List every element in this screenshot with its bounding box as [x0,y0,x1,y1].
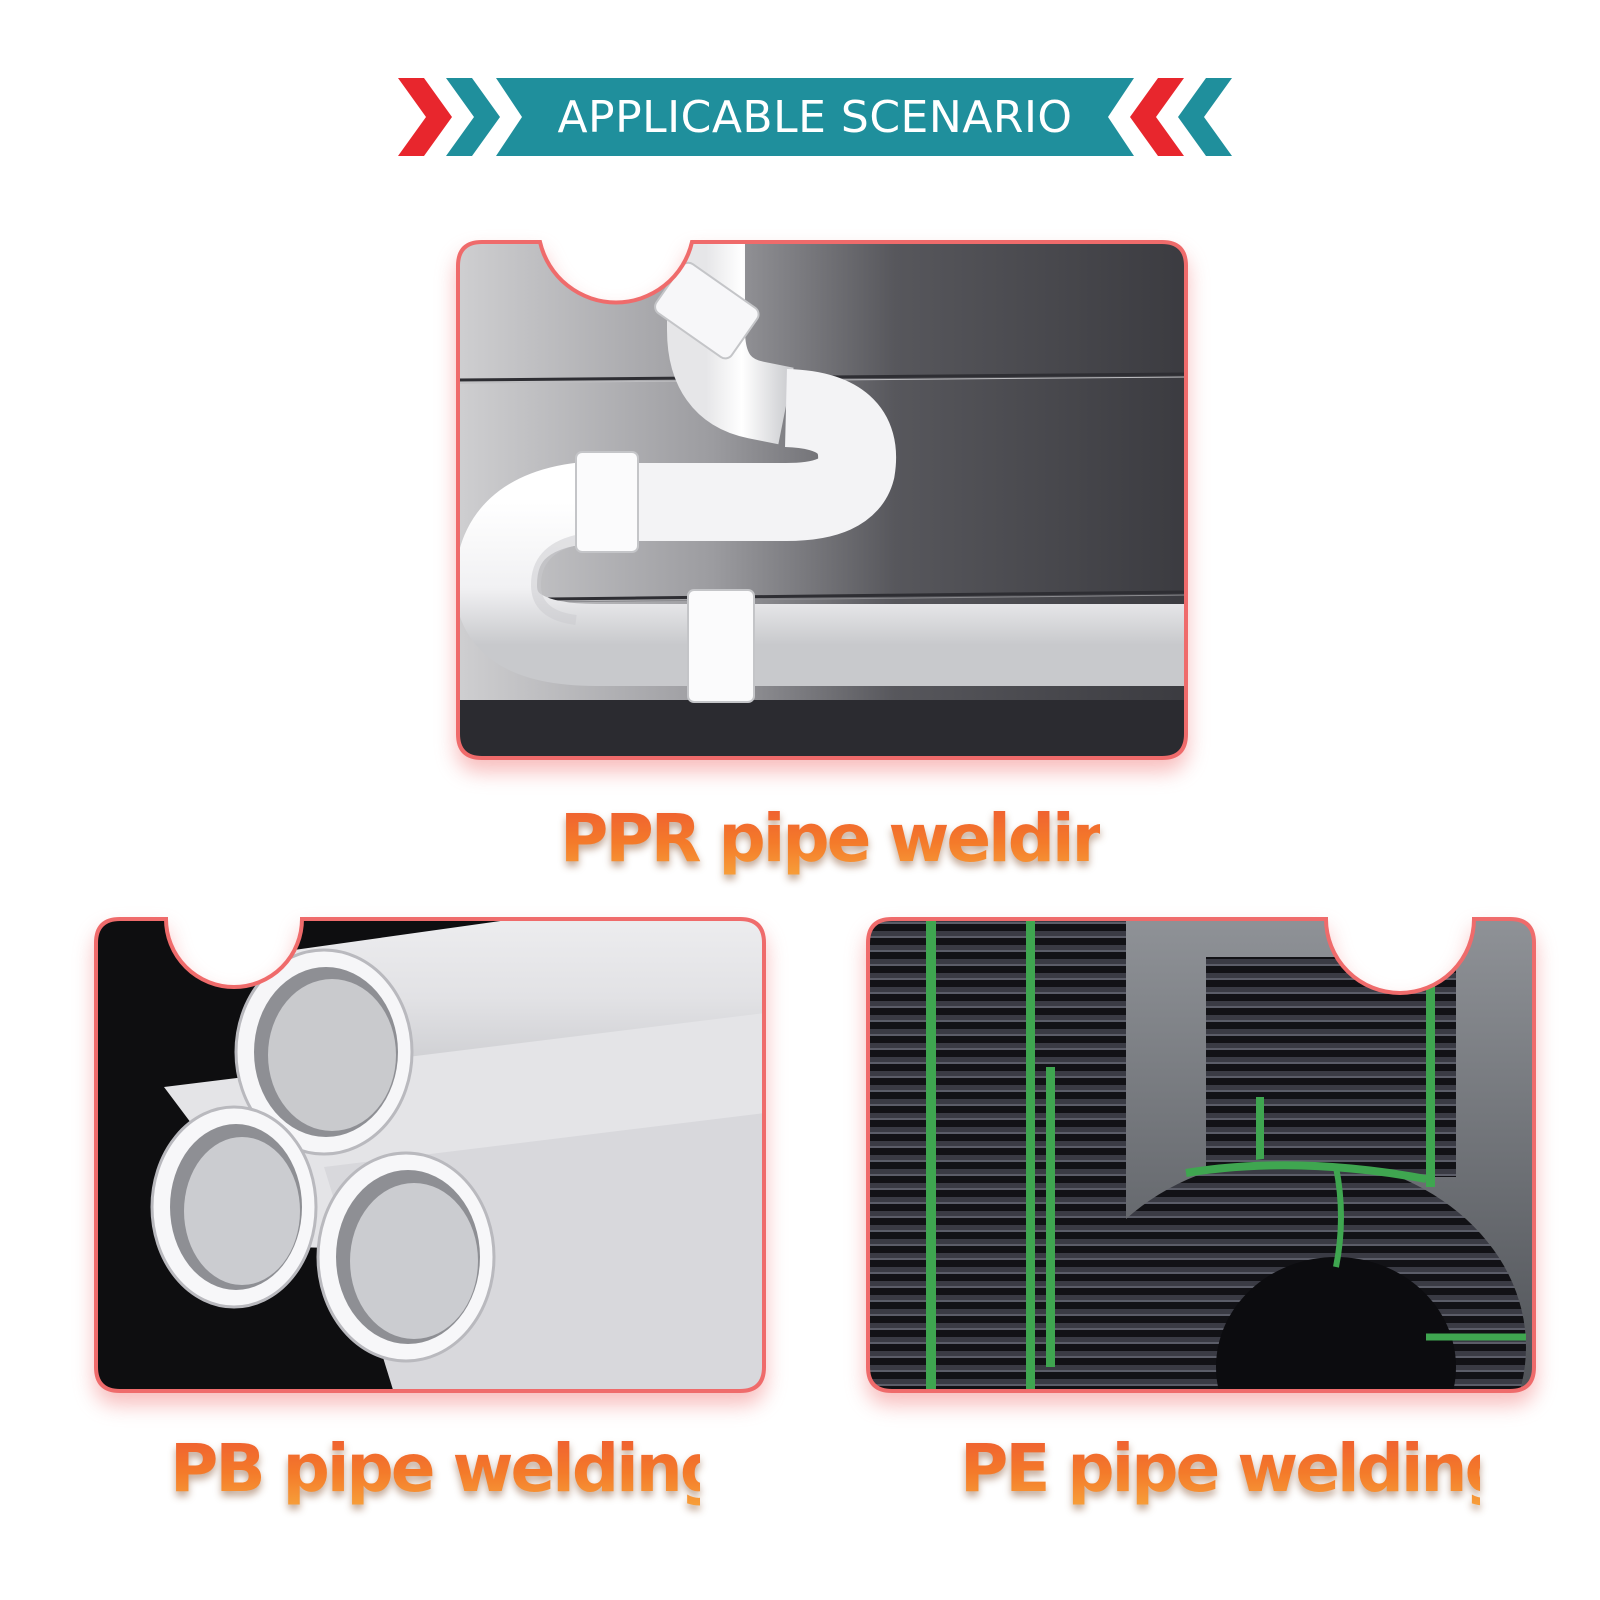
pb-pipe-photo [94,917,766,1393]
banner-ribbon [496,78,1134,156]
ppr-pipe-photo [456,240,1188,760]
pe-caption: PE pipe welding [960,1430,1512,1507]
pe-pipe-photo [866,917,1536,1393]
left-red-chevron-icon [398,78,452,156]
pe-scenario-card [866,917,1536,1393]
left-teal-chevron-icon [446,78,500,156]
section-banner: APPLICABLE SCENARIO [398,78,1232,156]
banner-graphic [398,78,1232,156]
right-red-chevron-icon [1130,78,1184,156]
pe-front-coil [1066,1157,1526,1391]
right-teal-chevron-icon [1178,78,1232,156]
ppr-caption: PPR pipe welding [560,800,1163,877]
ppr-scenario-card [456,240,1188,760]
pb-tube-top [234,948,414,1156]
banner-title: APPLICABLE SCENARIO [557,91,1073,143]
pb-scenario-card [94,917,766,1393]
pb-tube-right [316,1151,496,1363]
pb-tube-left [150,1105,318,1309]
pb-caption: PB pipe welding [170,1430,727,1507]
